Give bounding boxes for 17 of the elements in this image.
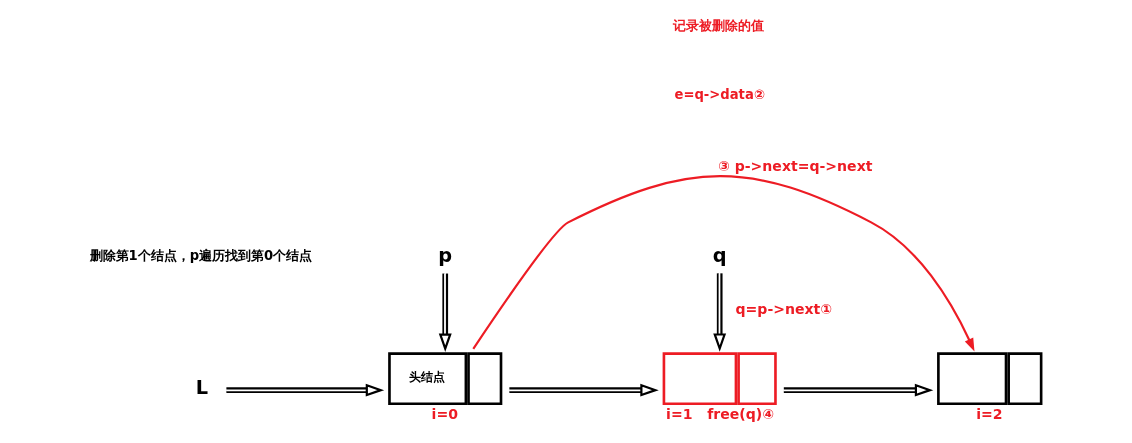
label: 删除第1个结点，p遍历找到第0个结点 — [89, 247, 313, 263]
label: e=q->data② — [674, 86, 765, 102]
arrow — [713, 273, 727, 352]
arrow — [783, 383, 934, 397]
arrow — [472, 175, 975, 352]
arrow — [226, 383, 385, 397]
node-label: i=0 — [431, 405, 458, 422]
edge-label: q=p->next① — [735, 300, 833, 317]
arrow — [438, 273, 452, 352]
label: 记录被删除的值 — [673, 17, 765, 33]
arrow — [509, 383, 659, 397]
node-label: i=2 — [976, 405, 1003, 422]
node-text: p — [438, 243, 453, 267]
node-label: i=1 free(q)④ — [666, 405, 775, 422]
node-text: q — [712, 243, 727, 267]
edge-label: ③ p->next=q->next — [717, 158, 873, 175]
node-text: L — [195, 376, 209, 400]
